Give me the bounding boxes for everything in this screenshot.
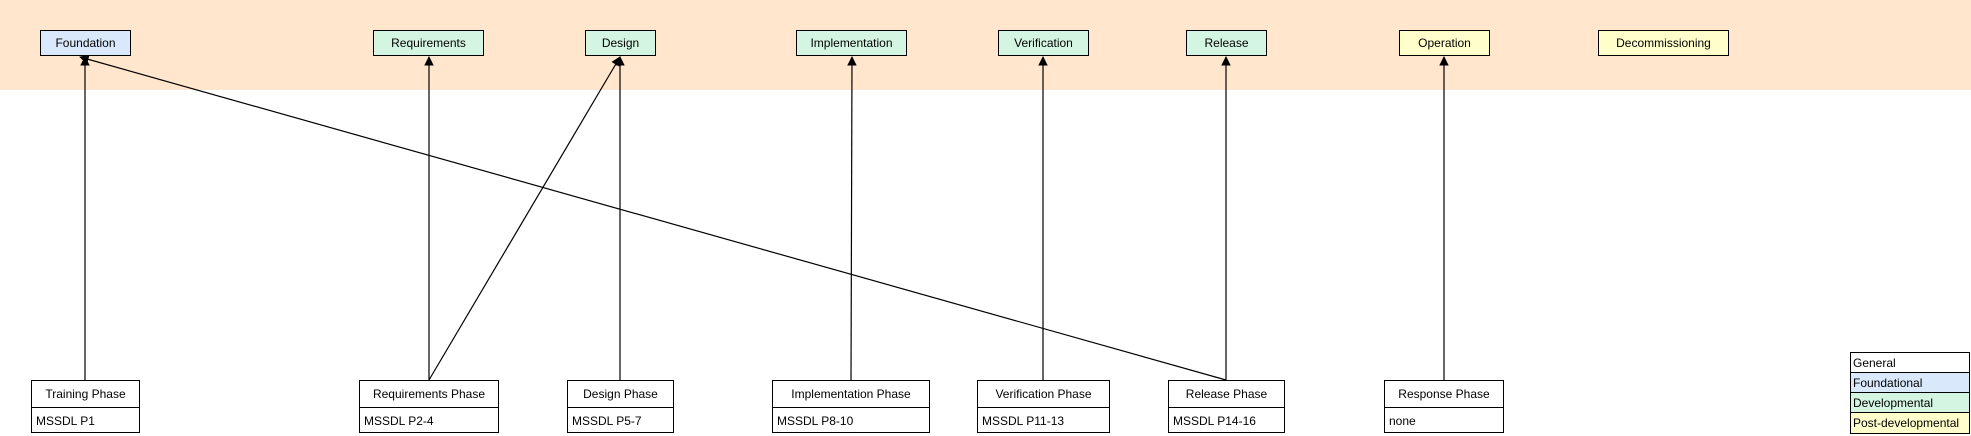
stage-verification-label: Verification — [1014, 36, 1073, 50]
phase-requirements: Requirements Phase MSSDL P2-4 — [359, 380, 499, 433]
legend-item-general: General — [1851, 353, 1969, 373]
stage-decommissioning-label: Decommissioning — [1616, 36, 1711, 50]
stage-verification: Verification — [998, 30, 1089, 56]
phase-implementation-body: MSSDL P8-10 — [777, 413, 854, 428]
link-requirements-design — [428, 56, 621, 381]
phase-release: Release Phase MSSDL P14-16 — [1168, 380, 1285, 433]
stage-foundation: Foundation — [40, 30, 131, 56]
stage-operation-label: Operation — [1418, 36, 1471, 50]
phase-design-title: Design Phase — [568, 381, 673, 408]
phase-design-body: MSSDL P5-7 — [572, 413, 642, 428]
legend-item-developmental: Developmental — [1851, 393, 1969, 413]
link-release-foundation — [79, 54, 1227, 381]
stage-requirements-label: Requirements — [391, 36, 466, 50]
phase-verification-title: Verification Phase — [978, 381, 1109, 408]
phase-release-title: Release Phase — [1169, 381, 1284, 408]
legend: General Foundational Developmental Post-… — [1850, 352, 1970, 434]
stage-requirements: Requirements — [373, 30, 484, 56]
stage-implementation: Implementation — [796, 30, 907, 56]
phase-implementation: Implementation Phase MSSDL P8-10 — [772, 380, 930, 433]
link-implementation-implementation — [847, 56, 857, 381]
phase-release-body: MSSDL P14-16 — [1173, 413, 1256, 428]
phase-implementation-title: Implementation Phase — [773, 381, 929, 408]
phase-verification-body: MSSDL P11-13 — [982, 413, 1065, 428]
phase-requirements-title: Requirements Phase — [360, 381, 498, 408]
phase-training-title: Training Phase — [32, 381, 139, 408]
stage-operation: Operation — [1399, 30, 1490, 56]
stage-design-label: Design — [601, 36, 640, 50]
stage-release: Release — [1186, 30, 1267, 56]
stage-design: Design — [585, 30, 656, 56]
phase-response-title: Response Phase — [1385, 381, 1503, 408]
phase-requirements-body: MSSDL P2-4 — [364, 413, 434, 428]
legend-item-foundational: Foundational — [1851, 373, 1969, 393]
phase-verification: Verification Phase MSSDL P11-13 — [977, 380, 1110, 433]
legend-item-post-developmental: Post-developmental — [1851, 413, 1969, 433]
phase-training-body: MSSDL P1 — [36, 413, 95, 428]
phase-design: Design Phase MSSDL P5-7 — [567, 380, 674, 433]
phase-response: Response Phase none — [1384, 380, 1504, 433]
phase-training: Training Phase MSSDL P1 — [31, 380, 140, 433]
stage-implementation-label: Implementation — [810, 36, 893, 50]
phase-response-body: none — [1389, 413, 1416, 428]
stage-decommissioning: Decommissioning — [1598, 30, 1729, 56]
stage-release-label: Release — [1204, 36, 1249, 50]
stage-foundation-label: Foundation — [55, 36, 116, 50]
